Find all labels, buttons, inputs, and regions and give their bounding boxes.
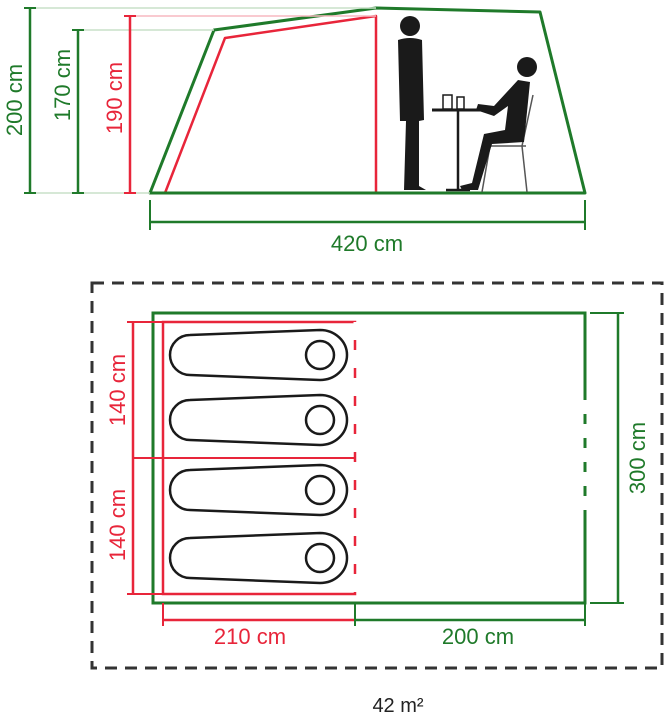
floor-plan: 140 cm 140 cm 300 cm 210 cm 200 cm xyxy=(90,281,664,717)
dimension-190cm: 190 cm xyxy=(102,15,136,194)
sleeping-bag-icon xyxy=(168,463,349,517)
footprint-area-label: 42 m² xyxy=(372,695,423,717)
side-view: 200 cm 170 cm 190 cm xyxy=(2,6,587,256)
cup-icon xyxy=(456,96,465,110)
seated-person-icon xyxy=(460,57,537,190)
dimension-420cm: 420 cm xyxy=(149,200,586,256)
dimension-200cm: 200 cm xyxy=(2,7,36,194)
standing-person-icon xyxy=(398,16,426,190)
bedroom-width-bottom-label: 140 cm xyxy=(105,489,130,561)
dimension-300cm: 300 cm xyxy=(590,312,650,604)
dimension-140cm-top: 140 cm xyxy=(105,321,163,458)
total-width-label: 300 cm xyxy=(625,422,650,494)
dimension-200cm-floor: 200 cm xyxy=(354,603,586,649)
bedroom-depth-label: 210 cm xyxy=(214,624,286,649)
cup-icon xyxy=(442,94,453,110)
sleeping-bag-icon xyxy=(168,328,349,382)
bedroom-width-top-label: 140 cm xyxy=(105,354,130,426)
sleeping-bag-icon xyxy=(168,393,349,447)
dimension-210cm: 210 cm xyxy=(162,603,355,649)
dimension-140cm-bottom: 140 cm xyxy=(105,458,163,595)
bedroom-inner-outline xyxy=(163,14,378,194)
height-inner-label: 190 cm xyxy=(102,62,127,134)
sleeping-bag-icon xyxy=(168,531,349,585)
dimension-170cm: 170 cm xyxy=(50,29,84,194)
length-label: 420 cm xyxy=(331,231,403,256)
height-outer-label: 200 cm xyxy=(2,64,27,136)
footprint-outline xyxy=(90,281,664,670)
height-middle-label: 170 cm xyxy=(50,49,75,121)
living-depth-label: 200 cm xyxy=(442,624,514,649)
